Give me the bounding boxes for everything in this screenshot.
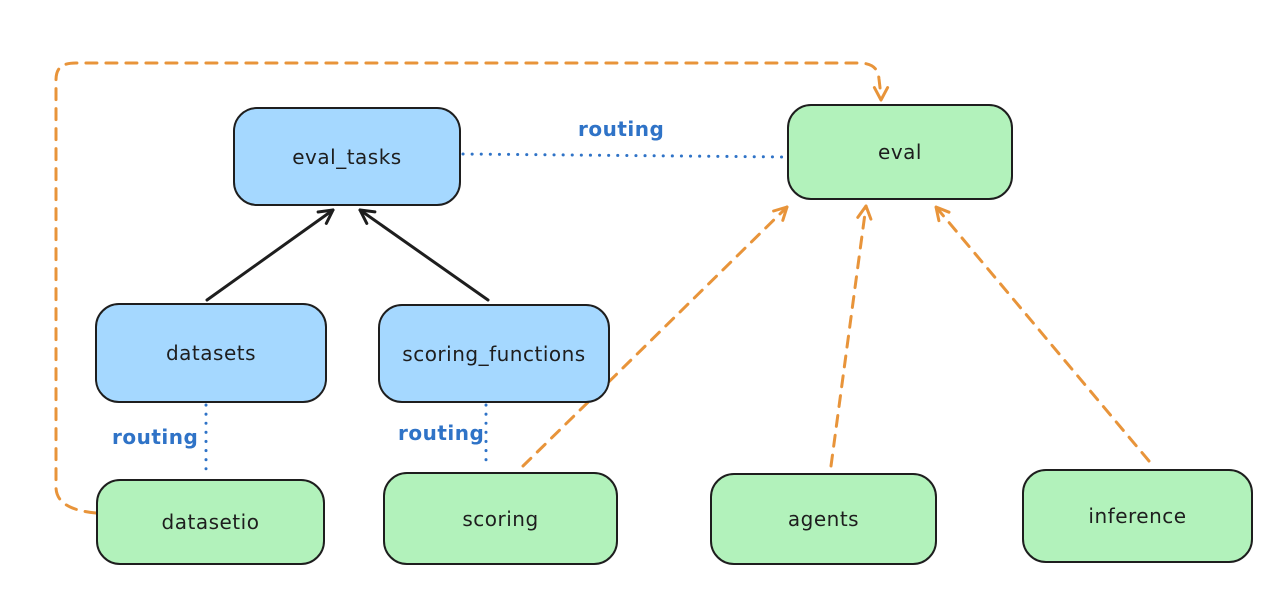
edge-eval-tasks-to-eval-routing xyxy=(461,152,790,159)
node-datasetio-label: datasetio xyxy=(161,510,260,534)
node-agents-label: agents xyxy=(787,507,860,531)
edge-label-routing-scoring-functions-scoring: routing xyxy=(398,421,485,445)
edge-label-routing-eval-tasks-eval: routing xyxy=(578,117,665,141)
node-scoring-functions-label: scoring_functions xyxy=(402,341,586,366)
edge-inference-to-eval xyxy=(934,205,1151,463)
node-eval-tasks: eval_tasks xyxy=(233,107,461,206)
node-scoring-functions: scoring_functions xyxy=(378,304,610,403)
node-agents: agents xyxy=(710,473,937,565)
node-datasets: datasets xyxy=(95,303,327,403)
node-scoring: scoring xyxy=(383,472,618,565)
node-eval: eval xyxy=(787,104,1013,200)
edge-agents-to-eval xyxy=(829,204,873,468)
node-eval-label: eval xyxy=(878,140,922,164)
node-inference: inference xyxy=(1022,469,1253,563)
edge-datasets-to-eval-tasks xyxy=(205,208,335,302)
edge-label-routing-datasets-datasetio: routing xyxy=(112,425,199,449)
edge-scoring-functions-to-eval-tasks xyxy=(358,208,490,302)
node-datasets-label: datasets xyxy=(165,341,257,365)
node-datasetio: datasetio xyxy=(96,479,325,565)
node-inference-label: inference xyxy=(1088,504,1187,528)
node-scoring-label: scoring xyxy=(462,506,539,531)
node-eval-tasks-label: eval_tasks xyxy=(292,144,402,169)
